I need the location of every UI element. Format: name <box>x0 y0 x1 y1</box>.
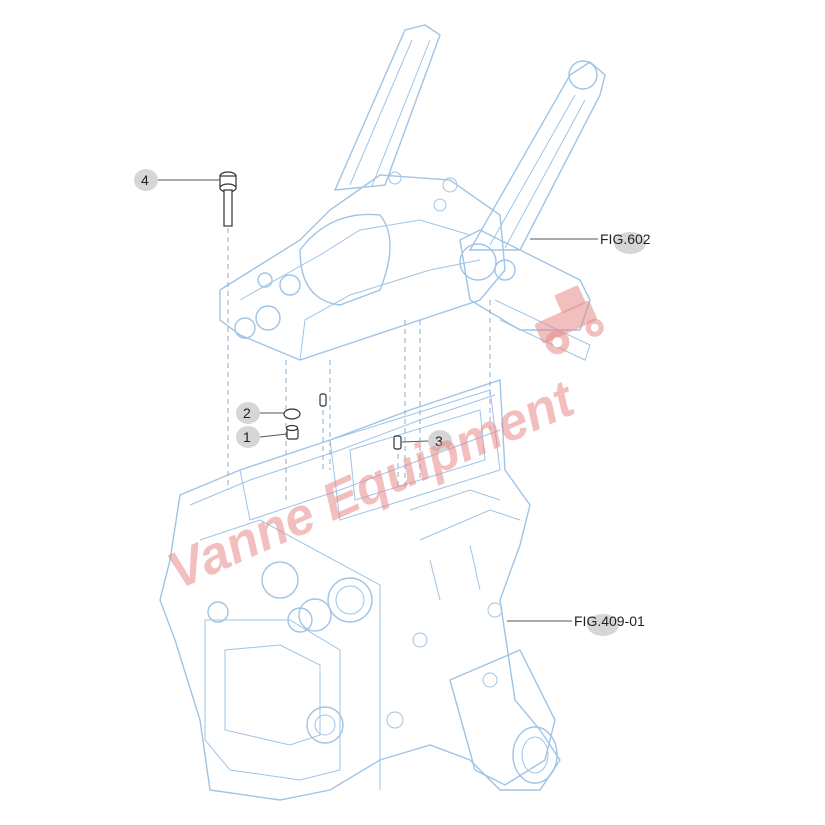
part-3-pin[interactable] <box>393 435 402 450</box>
figure-ref-lower[interactable]: FIG.409-01 <box>507 613 645 636</box>
callout-1-number: 1 <box>243 429 251 445</box>
callout-1[interactable]: 1 <box>236 426 288 448</box>
callout-4[interactable]: 4 <box>134 169 220 191</box>
callout-2[interactable]: 2 <box>236 402 284 424</box>
upper-housing-drawing <box>219 24 606 361</box>
part-pin-upper <box>319 393 327 407</box>
callout-3[interactable]: 3 <box>401 430 452 452</box>
lower-housing-drawing <box>159 379 561 801</box>
part-2-o-ring[interactable] <box>283 408 301 420</box>
part-4-bolt[interactable] <box>219 171 237 227</box>
callout-3-number: 3 <box>435 433 443 449</box>
figure-ref-lower-label: FIG.409-01 <box>574 613 645 629</box>
watermark-text: Vanne Equipment <box>159 369 584 601</box>
callout-2-number: 2 <box>243 405 251 421</box>
assembly-lines <box>227 228 491 500</box>
figure-ref-upper[interactable]: FIG.602 <box>530 231 651 254</box>
tractor-icon <box>535 285 604 355</box>
callout-4-number: 4 <box>141 172 149 188</box>
figure-ref-upper-label: FIG.602 <box>600 231 651 247</box>
part-1-plug[interactable] <box>285 424 299 440</box>
watermark-logo: Vanne Equipment <box>159 285 604 601</box>
